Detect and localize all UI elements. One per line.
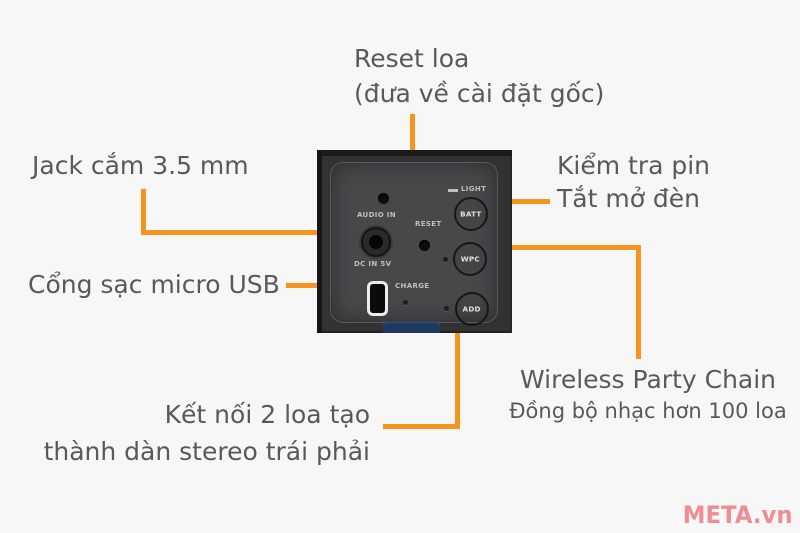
reset-label: RESET <box>415 220 442 229</box>
party-chain-annotation-line2: Đồng bộ nhạc hơn 100 loa <box>509 399 787 423</box>
add-button-label: ADD <box>462 305 482 313</box>
batt-button: BATT <box>454 197 488 231</box>
jack-annotation-label: Jack cắm 3.5 mm <box>32 151 249 180</box>
batt-button-label: BATT <box>460 210 482 218</box>
party-chain-leader-line-vertical <box>636 245 641 359</box>
stereo-annotation-line2: thành dàn stereo trái phải <box>43 437 370 466</box>
charge-label: CHARGE <box>395 282 430 291</box>
aux-jack-port <box>361 227 391 257</box>
usb-annotation-label: Cổng sạc micro USB <box>28 270 280 299</box>
reset-annotation-line2: (đưa về cài đặt gốc) <box>354 79 605 108</box>
stereo-pair-annotation: Kết nối 2 loa tạo thành dàn stereo trái … <box>44 396 370 470</box>
jack-bore <box>369 235 383 249</box>
party-chain-leader-line-horizontal <box>476 245 641 250</box>
micro-usb-port <box>367 281 388 316</box>
strap-slot <box>383 322 440 333</box>
jack-annotation: Jack cắm 3.5 mm <box>32 152 249 180</box>
reset-annotation: Reset loa (đưa về cài đặt gốc) <box>354 41 604 111</box>
wpc-button-label: WPC <box>460 255 480 263</box>
battery-annotation-line2: Tắt mở đèn <box>557 184 701 213</box>
control-panel: AUDIO IN RESET DC IN 5V CHARGE LIGHT BAT… <box>330 162 498 326</box>
dc-in-label: DC IN 5V <box>354 260 392 269</box>
wpc-button: WPC <box>453 242 487 276</box>
stereo-leader-line-vertical <box>455 313 460 429</box>
usb-annotation: Cổng sạc micro USB <box>28 271 280 299</box>
battery-leader-line <box>477 199 550 204</box>
screw-hole <box>378 193 389 204</box>
wpc-led <box>443 257 448 262</box>
party-chain-annotation: Wireless Party Chain Đồng bộ nhạc hơn 10… <box>498 364 798 426</box>
stereo-annotation-line1: Kết nối 2 loa tạo <box>164 400 370 429</box>
jack-leader-line-horizontal <box>141 230 350 235</box>
jack-leader-line-vertical <box>141 189 146 235</box>
add-led <box>444 306 449 311</box>
speaker-back-panel: AUDIO IN RESET DC IN 5V CHARGE LIGHT BAT… <box>317 150 512 333</box>
battery-annotation-line1: Kiểm tra pin <box>557 151 711 180</box>
party-chain-annotation-line1: Wireless Party Chain <box>519 365 777 394</box>
light-label: LIGHT <box>461 185 487 194</box>
stereo-leader-line-horizontal <box>383 424 460 429</box>
meta-vn-watermark: META.vn <box>683 501 793 529</box>
battery-light-annotation: Kiểm tra pin Tắt mở đèn <box>557 149 710 215</box>
audio-in-label: AUDIO IN <box>357 211 396 220</box>
reset-annotation-line1: Reset loa <box>354 44 470 73</box>
add-button: ADD <box>455 292 489 326</box>
charge-led <box>403 300 408 305</box>
light-dash-icon <box>448 189 458 192</box>
reset-pinhole <box>419 240 430 251</box>
